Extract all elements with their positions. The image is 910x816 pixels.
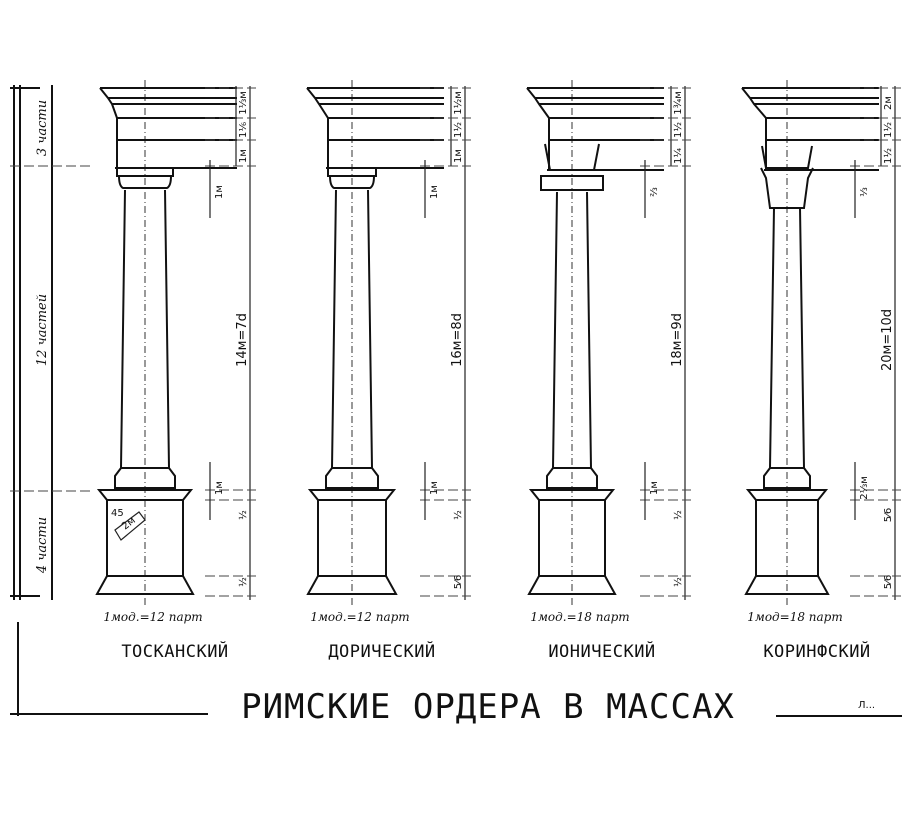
parts-label-pedestal: 4 части	[35, 517, 50, 574]
drawing-title: РИМСКИЕ ОРДЕРА В МАССАХ	[241, 687, 735, 727]
column-base	[114, 467, 176, 489]
shaft-height-label: 18м=9d	[670, 313, 685, 367]
dimension-label: 1⅙	[238, 122, 249, 138]
dimension-label: ½	[672, 577, 684, 587]
order-name: ДОРИЧЕСКИЙ	[328, 640, 435, 662]
capital-echinus	[118, 175, 172, 189]
dimension-label: 1м	[214, 481, 225, 495]
dimension-label: ⅔	[649, 187, 660, 197]
column-shaft	[331, 189, 373, 469]
dimension-label: 1¾м	[673, 91, 684, 115]
detail-angle-label: 45	[111, 508, 124, 519]
dimension-label: ⅓	[859, 187, 870, 197]
cornice	[741, 87, 879, 119]
dimension-label: 1м	[214, 185, 225, 199]
dimension-label: 1½	[882, 122, 894, 138]
order-name: ИОНИЧЕСКИЙ	[548, 640, 655, 662]
column-shaft	[552, 191, 592, 469]
pedestal-plinth	[95, 575, 195, 595]
capital-abacus	[327, 167, 377, 177]
capital-abacus	[116, 167, 174, 177]
drawing-frame: 3 части 12 частей 4 части Л... РИМСКИЕ О…	[10, 85, 902, 727]
cornice	[526, 87, 664, 119]
dimension-label: 5⁄6	[883, 575, 894, 589]
column-base	[325, 467, 379, 489]
dimension-label: 1½	[882, 148, 894, 164]
pedestal-die	[755, 499, 819, 577]
sheet-mark: Л...	[858, 700, 875, 711]
detail-bracket	[114, 511, 146, 541]
dimension-label: 1½	[452, 122, 464, 138]
order-name: ТОСКАНСКИЙ	[121, 640, 228, 662]
pedestal-die	[106, 499, 184, 577]
dimension-label: 2м	[883, 96, 894, 110]
dimension-label: 1м	[649, 481, 660, 495]
order-name: КОРИНФСКИЙ	[763, 640, 870, 662]
shaft-height-label: 14м=7d	[235, 313, 250, 367]
dimension-label: 5⁄6	[453, 575, 464, 589]
corinthian-capital-bell	[760, 167, 814, 209]
capital-echinus	[329, 175, 375, 189]
module-label: 1мод=18 парт	[747, 610, 843, 624]
dimension-label: 1½	[672, 122, 684, 138]
pedestal-plinth	[744, 575, 830, 595]
column-base	[763, 467, 811, 489]
dimension-label: 1⅓м	[238, 91, 249, 115]
column-shaft	[769, 207, 805, 469]
frieze-architrave	[765, 118, 879, 170]
dimension-label: 5⁄6	[883, 508, 894, 522]
column-base	[546, 467, 598, 489]
ionic-architrave	[544, 143, 600, 171]
cornice	[99, 87, 237, 119]
dimension-label: 1м	[453, 149, 464, 163]
module-label: 1мод.=12 парт	[310, 610, 409, 624]
module-label: 1мод.=18 парт	[530, 610, 629, 624]
dimension-label: 1½м	[452, 91, 464, 115]
shaft-height-label: 20м=10d	[880, 309, 895, 371]
dimension-label: 1м	[429, 481, 440, 495]
ionic-capital-volutes	[540, 175, 604, 191]
frieze-architrave	[116, 118, 237, 168]
cornice	[306, 87, 444, 119]
dimension-label: 1м	[238, 149, 249, 163]
parts-label-entablature: 3 части	[35, 100, 50, 156]
module-label: 1мод.=12 парт	[103, 610, 202, 624]
dimension-label: ½	[452, 510, 464, 520]
pedestal-die	[317, 499, 387, 577]
dimension-label: 1м	[429, 185, 440, 199]
dimension-label: ½	[672, 510, 684, 520]
shaft-height-label: 16м=8d	[450, 313, 465, 367]
parts-label-column: 12 частей	[35, 294, 50, 366]
dimension-label: ½	[237, 510, 249, 520]
order-corinthian: 2м 1½ 1½ ⅓ 2⅓м 5⁄6 5⁄6 20м=10d 1мод=18 партКОРИН…	[741, 80, 901, 662]
order-doric: 1½м 1½ 1м 1м 1м ½ 5⁄6 16м=8d 1мод.=12 партДОРИЧЕ…	[306, 80, 471, 662]
frieze-architrave	[327, 118, 444, 168]
pedestal-die	[538, 499, 606, 577]
pedestal-plinth	[306, 575, 398, 595]
order-ionic: 1¾м 1½ 1¼ ⅔ 1м ½ ½ 18м=9d 1мод.=18 партИОНИЧЕСКИ…	[526, 80, 691, 662]
dimension-label: 2⅓м	[859, 476, 870, 500]
corinthian-architrave	[761, 145, 813, 169]
pedestal-plinth	[527, 575, 617, 595]
dimension-label: 1¼	[672, 148, 684, 164]
column-shaft	[120, 189, 170, 469]
dimension-label: ½	[237, 577, 249, 587]
frieze-architrave	[548, 118, 664, 170]
